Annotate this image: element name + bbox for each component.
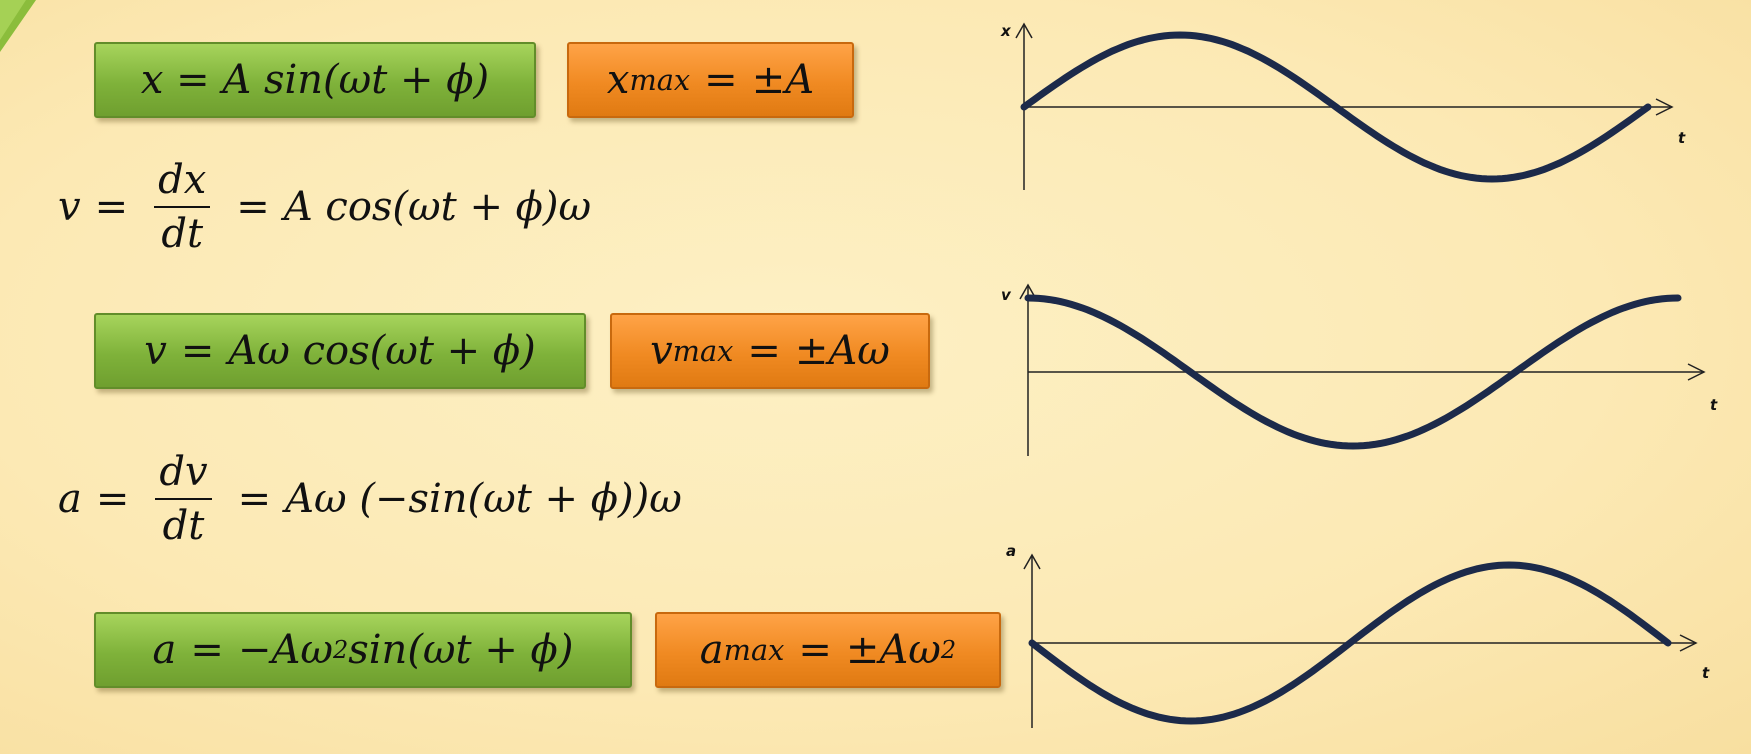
acceleration-max-var: a xyxy=(699,627,724,673)
velocity-max-rhs: ±Aω xyxy=(794,328,890,374)
equals-sign: = xyxy=(95,476,130,522)
acceleration-max-sub: max xyxy=(723,633,785,667)
acceleration-fraction: dv dt xyxy=(155,452,212,549)
velocity-max-sub: max xyxy=(672,334,734,368)
velocity-y-label: v xyxy=(1001,286,1012,304)
position-y-arrow xyxy=(1015,22,1033,39)
corner-decoration xyxy=(0,0,36,52)
equals-sign: = xyxy=(237,476,272,522)
acceleration-derivation: a = dv dt = Aω (−sin(ωt + ϕ))ω xyxy=(58,452,682,546)
position-y-label: x xyxy=(1000,22,1012,40)
acceleration-x-label: t xyxy=(1702,664,1710,682)
velocity-curve xyxy=(1024,294,1682,450)
position-equation: x = A sin(ωt + ϕ) xyxy=(140,57,490,103)
position-equation-box: x = A sin(ωt + ϕ) xyxy=(94,42,536,118)
position-max-var: x xyxy=(606,57,630,103)
acceleration-box-lhs: a xyxy=(152,627,177,673)
position-graph: x t xyxy=(1000,22,1686,190)
acceleration-curve xyxy=(1028,561,1672,725)
velocity-equation-box: v = Aω cos(ωt + ϕ) xyxy=(94,313,586,389)
position-x-arrow xyxy=(1655,98,1674,116)
acceleration-derivation-rhs: Aω (−sin(ωt + ϕ))ω xyxy=(285,476,682,522)
acceleration-max-rhs-pre: ±Aω xyxy=(845,627,941,673)
equals-sign: = xyxy=(704,57,738,103)
equals-sign: = xyxy=(94,184,129,230)
velocity-derivation: v = dx dt = A cos(ωt + ϕ)ω xyxy=(58,160,591,254)
velocity-fraction-denominator: dt xyxy=(161,211,204,257)
acceleration-lhs: a xyxy=(58,476,82,522)
acceleration-box-rhs-exp: 2 xyxy=(332,636,349,664)
acceleration-x-arrow xyxy=(1679,634,1698,652)
equals-sign: = xyxy=(747,328,781,374)
velocity-x-label: t xyxy=(1710,396,1718,414)
acceleration-fraction-denominator: dt xyxy=(162,503,205,549)
velocity-fraction-numerator: dx xyxy=(154,160,211,208)
velocity-lhs: v xyxy=(58,184,81,230)
position-curve xyxy=(1020,31,1652,183)
velocity-derivation-rhs: A cos(ωt + ϕ)ω xyxy=(283,184,592,230)
acceleration-box-rhs-pre: −Aω xyxy=(237,627,333,673)
velocity-x-arrow xyxy=(1687,363,1706,381)
acceleration-box-rhs-post: sin(ωt + ϕ) xyxy=(348,627,574,673)
velocity-max-var: v xyxy=(650,328,673,374)
acceleration-fraction-numerator: dv xyxy=(155,452,212,500)
position-x-label: t xyxy=(1678,129,1686,147)
velocity-box-rhs: Aω cos(ωt + ϕ) xyxy=(228,328,536,374)
acceleration-graph: a t xyxy=(1006,542,1710,728)
acceleration-y-label: a xyxy=(1006,542,1016,560)
acceleration-y-arrow xyxy=(1023,553,1041,570)
acceleration-max-rhs-exp: 2 xyxy=(940,636,957,664)
equals-sign: = xyxy=(798,627,832,673)
position-max-sub: max xyxy=(629,63,691,97)
velocity-box-lhs: v xyxy=(144,328,167,374)
position-max-rhs: ±A xyxy=(751,57,815,103)
equals-sign: = xyxy=(190,627,224,673)
velocity-graph: v t xyxy=(1001,283,1718,456)
equals-sign: = xyxy=(180,328,215,374)
equals-sign: = xyxy=(236,184,270,230)
velocity-y-arrow xyxy=(1019,283,1037,300)
velocity-fraction: dx dt xyxy=(154,160,211,257)
